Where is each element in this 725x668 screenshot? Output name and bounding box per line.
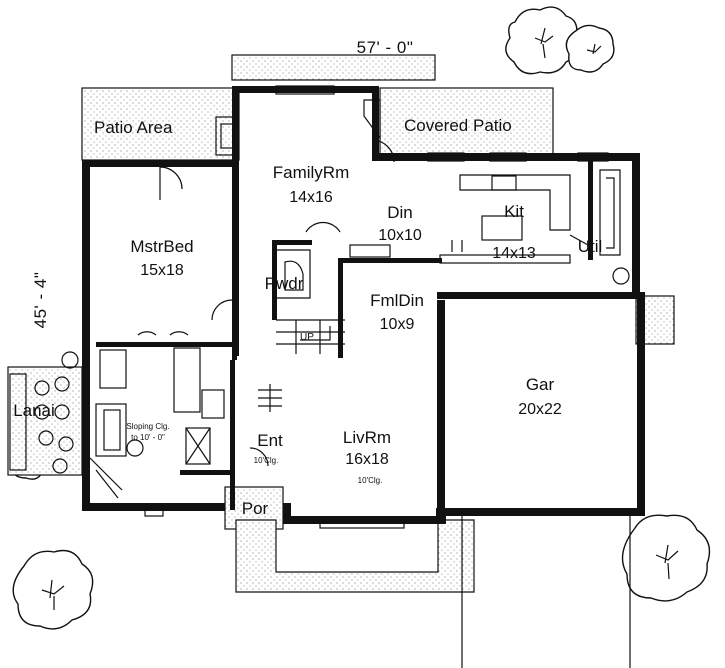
- dining-size: 10x10: [378, 227, 422, 244]
- master-bed-name: MstrBed: [130, 237, 193, 256]
- lanai-deck: [7, 366, 83, 476]
- fixtures: [9, 85, 630, 529]
- covered-patio: [379, 87, 554, 157]
- garage-name: Gar: [526, 375, 555, 394]
- depth-dimension-label: 45' - 4": [31, 272, 50, 329]
- patio-area-label: Patio Area: [94, 118, 173, 137]
- master-bed-size: 15x18: [140, 262, 184, 279]
- kitchen-name: Kit: [504, 202, 524, 221]
- width-dimension-label: 57' - 0": [357, 38, 414, 57]
- patio-area: [81, 87, 240, 161]
- planter-top: [231, 54, 436, 81]
- living-room-name: LivRm: [343, 428, 391, 447]
- kitchen-size: 14x13: [492, 245, 536, 262]
- dining-name: Din: [387, 203, 413, 222]
- covered-patio-label: Covered Patio: [404, 116, 512, 135]
- lanai-label: Lanai: [13, 401, 55, 420]
- interior-walls: [96, 160, 593, 510]
- exterior-hardscape: [7, 54, 675, 668]
- front-walk: [235, 519, 475, 593]
- family-room-name: FamilyRm: [273, 163, 350, 182]
- family-dining-size: 10x9: [380, 316, 415, 333]
- utility-label: Util: [578, 237, 603, 256]
- porch-label: Por: [242, 499, 269, 518]
- labels: 57' - 0" 45' - 4" Patio Area Covered Pat…: [13, 38, 602, 518]
- living-room-ceiling-note: 10'Clg.: [358, 476, 383, 485]
- living-room-size: 16x18: [345, 451, 389, 468]
- garage-size: 20x22: [518, 401, 562, 418]
- entry-name: Ent: [257, 431, 283, 450]
- stair-up-label: UP: [300, 332, 314, 343]
- sloping-ceiling-line1: Sloping Clg.: [126, 422, 169, 431]
- family-dining-name: FmlDin: [370, 291, 424, 310]
- sloping-ceiling-line2: to 10' - 0": [131, 433, 165, 442]
- powder-label: Pwdr: [265, 274, 304, 293]
- driveway-edges: [461, 508, 631, 668]
- entry-ceiling-note: 10'Clg.: [254, 456, 279, 465]
- family-room-size: 14x16: [289, 189, 333, 206]
